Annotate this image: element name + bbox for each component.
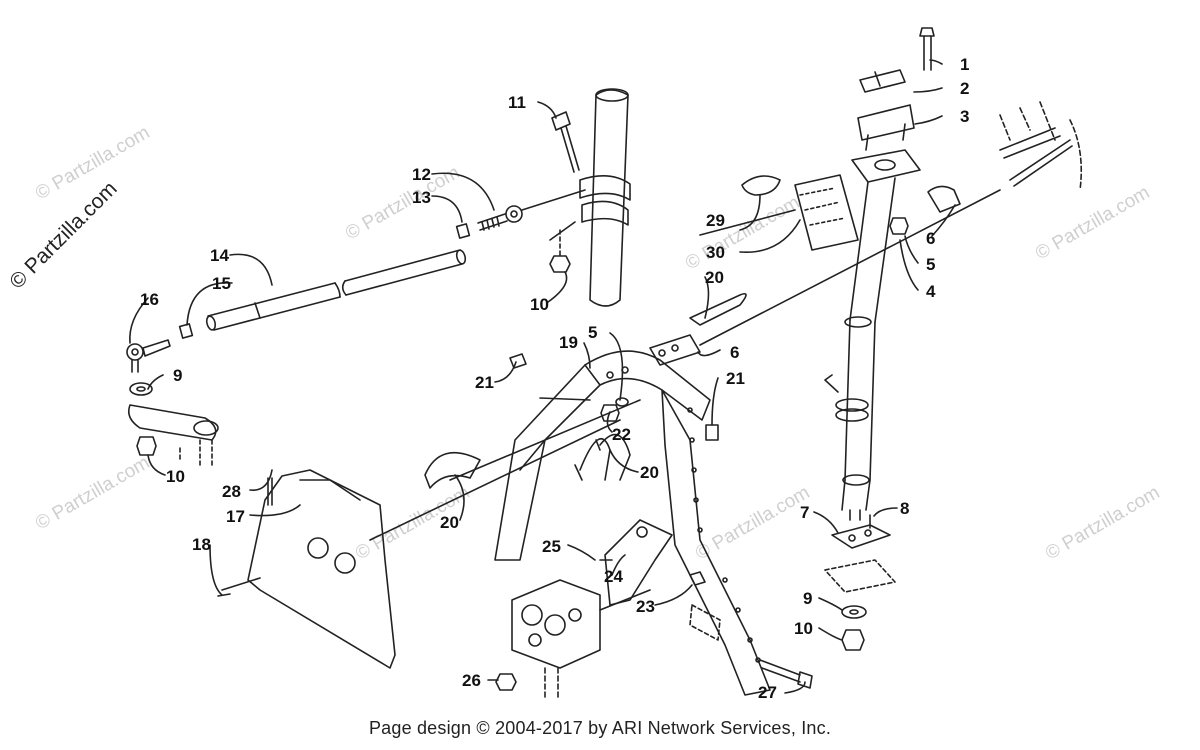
callout-20-top: 20: [705, 268, 724, 287]
bracket-24: [599, 519, 673, 606]
callout-20-right: 20: [640, 463, 659, 482]
callout-7: 7: [800, 503, 809, 522]
callout-5-right: 5: [926, 255, 935, 274]
watermark-main: © Partzilla.com: [5, 177, 121, 293]
callout-6-middle: 6: [730, 343, 739, 362]
callout-4: 4: [926, 282, 936, 301]
callout-26: 26: [462, 671, 481, 690]
watermark-faint-2: © Partzilla.com: [682, 192, 803, 274]
watermark-faint-7: © Partzilla.com: [1042, 482, 1163, 564]
callout-8: 8: [900, 499, 909, 518]
callout-12: 12: [412, 165, 431, 184]
callout-18: 18: [192, 535, 211, 554]
callout-14: 14: [210, 246, 229, 265]
callout-10-right: 10: [794, 619, 813, 638]
bracket-19: [369, 350, 771, 696]
callout-3: 3: [960, 107, 969, 126]
callout-25: 25: [542, 537, 561, 556]
callout-22: 22: [612, 425, 631, 444]
callout-11: 11: [508, 93, 526, 112]
callout-1: 1: [960, 55, 969, 74]
callout-10-left: 10: [166, 467, 185, 486]
watermark-faint-1: © Partzilla.com: [342, 162, 463, 244]
watermark-faint-4: © Partzilla.com: [32, 452, 153, 534]
small-fasteners: [509, 353, 719, 441]
page-footer-copyright: Page design © 2004-2017 by ARI Network S…: [368, 718, 832, 738]
callout-24: 24: [604, 567, 623, 586]
callout-5-middle: 5: [588, 323, 597, 342]
callout-16: 16: [140, 290, 159, 309]
callout-17: 17: [226, 507, 245, 526]
callout-30: 30: [706, 243, 725, 262]
lower-plate-group: [824, 514, 896, 651]
callouts: 1 2 3 4 5 5 6 6 7 8 9 9 10 10 10 11 12 1…: [140, 55, 969, 702]
steering-gearbox: [495, 571, 813, 701]
watermark-faint-6: © Partzilla.com: [692, 482, 813, 564]
leader-lines: [129, 59, 956, 694]
callout-9-right: 9: [803, 589, 812, 608]
callout-2: 2: [960, 79, 969, 98]
callout-10-middle: 10: [530, 295, 549, 314]
callout-9-left: 9: [173, 366, 182, 385]
callout-6-right: 6: [926, 229, 935, 248]
callout-28: 28: [222, 482, 241, 501]
callout-29: 29: [706, 211, 725, 230]
retainer-and-plate: [699, 174, 859, 251]
callout-23: 23: [636, 597, 655, 616]
steering-shaft: [699, 27, 1083, 521]
callout-27: 27: [758, 683, 777, 702]
watermark-faint-group: © Partzilla.com © Partzilla.com © Partzi…: [32, 122, 1163, 564]
tie-rod-assembly: [126, 205, 523, 466]
frame-tubes: [521, 88, 631, 307]
callout-15: 15: [212, 274, 231, 293]
callout-21-left: 21: [475, 373, 494, 392]
watermark-faint-3: © Partzilla.com: [1032, 182, 1153, 264]
callout-20-left: 20: [440, 513, 459, 532]
callout-19: 19: [559, 333, 578, 352]
clamp-6-middle: [649, 334, 701, 366]
cover-plate-17: [217, 469, 396, 669]
callout-21-right: 21: [726, 369, 745, 388]
callout-13: 13: [412, 188, 431, 207]
